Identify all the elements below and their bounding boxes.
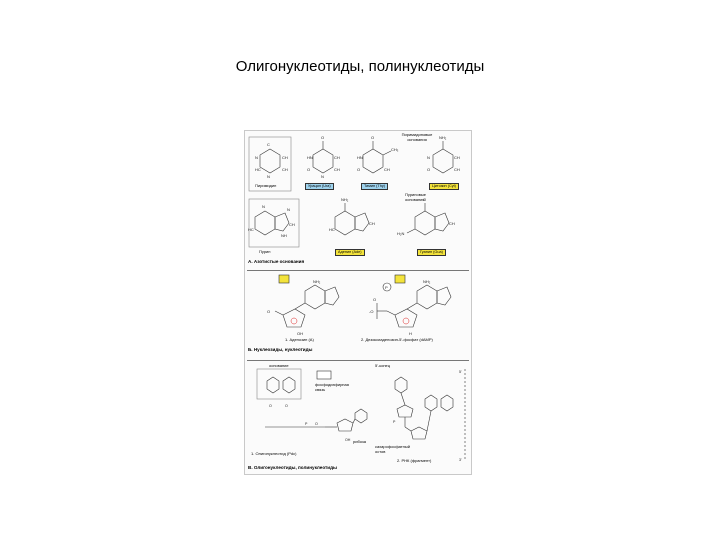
slide-title: Олигонуклеотиды, полинуклеотиды bbox=[235, 58, 485, 75]
strand-end-label: 5'-конец bbox=[375, 363, 391, 368]
section-nucleotides: NH₂ O O -O P NH₂ OH H 1. Аденозин (A) 2. Дезо… bbox=[245, 271, 471, 359]
svg-text:NH₂: NH₂ bbox=[313, 279, 321, 284]
svg-text:P: P bbox=[385, 285, 388, 290]
divider-a bbox=[247, 270, 469, 271]
purine-bases-note: Пуриновые основания bbox=[405, 192, 426, 202]
svg-text:CH: CH bbox=[334, 155, 340, 160]
oligonucleotide-label: 1. Олигонуклеотид (Pdc) bbox=[251, 451, 297, 456]
section-c-caption: В. Олигонуклеотиды, полинуклеотиды bbox=[248, 465, 337, 470]
svg-text:3': 3' bbox=[459, 458, 462, 462]
purine-label: Пурин bbox=[259, 249, 271, 254]
svg-text:HN: HN bbox=[357, 155, 363, 160]
uracil-tag: Урацил (Ura) bbox=[305, 183, 334, 190]
pyrimidine-bases-note: Пиримидиновые основания bbox=[401, 132, 433, 142]
svg-text:CH: CH bbox=[384, 167, 390, 172]
svg-text:CH: CH bbox=[289, 222, 295, 227]
svg-text:CH: CH bbox=[454, 167, 460, 172]
cytosine-tag: Цитозин (Cyt) bbox=[429, 183, 459, 190]
svg-text:H: H bbox=[409, 331, 412, 336]
guanine-tag: Гуанин (Gua) bbox=[417, 249, 446, 256]
base-label: основание bbox=[269, 363, 289, 368]
svg-text:N: N bbox=[427, 155, 430, 160]
section-a-caption: А. Азотистые основания bbox=[248, 259, 305, 264]
svg-text:O: O bbox=[371, 135, 374, 140]
svg-text:HN: HN bbox=[307, 155, 313, 160]
svg-text:N: N bbox=[287, 207, 290, 212]
svg-text:-O: -O bbox=[369, 309, 373, 314]
divider-b bbox=[247, 360, 469, 361]
adenine-tag: Аденин (Ade) bbox=[335, 249, 365, 256]
svg-text:C: C bbox=[267, 142, 270, 147]
svg-text:NH₂: NH₂ bbox=[423, 279, 431, 284]
svg-text:N: N bbox=[255, 155, 258, 160]
svg-text:CH: CH bbox=[454, 155, 460, 160]
svg-text:NH₂: NH₂ bbox=[439, 135, 447, 140]
svg-text:CH: CH bbox=[369, 221, 375, 226]
nucleotide-structures: NH₂ O O -O P NH₂ OH H bbox=[267, 274, 452, 336]
svg-text:O: O bbox=[285, 404, 288, 408]
svg-text:N: N bbox=[267, 174, 270, 179]
section-b-caption: Б. Нуклеозиды, нуклеотиды bbox=[248, 347, 313, 352]
svg-text:O: O bbox=[307, 167, 310, 172]
svg-text:O: O bbox=[267, 309, 270, 314]
backbone-label: сахарофосфатный остов bbox=[375, 444, 410, 454]
svg-text:O: O bbox=[269, 404, 272, 408]
svg-text:NH₂: NH₂ bbox=[341, 197, 349, 202]
oligonucleotide-structures: O O P O P 5' 3' OH bbox=[256, 368, 466, 462]
svg-text:O: O bbox=[373, 297, 376, 302]
svg-text:H₂N: H₂N bbox=[397, 231, 404, 236]
svg-text:P: P bbox=[393, 420, 396, 424]
svg-text:P: P bbox=[305, 422, 308, 426]
svg-text:N: N bbox=[321, 174, 324, 179]
phosphodiester-label: фосфодиэфирная связь bbox=[315, 382, 349, 392]
svg-text:5': 5' bbox=[459, 370, 462, 374]
section-oligonucleotides: O O P O P 5' 3' OH основание фосфодиэфирная с… bbox=[245, 361, 471, 474]
svg-text:HC: HC bbox=[329, 227, 335, 232]
svg-text:HC: HC bbox=[248, 227, 254, 232]
svg-text:CH: CH bbox=[282, 167, 288, 172]
nucleotide-label: 2. Дезоксиаденозин-5'-фосфат (dAMP) bbox=[361, 337, 433, 342]
pyrimidine-label: Пиримидин bbox=[255, 183, 277, 188]
svg-text:N: N bbox=[262, 204, 265, 209]
svg-text:OH: OH bbox=[297, 331, 303, 336]
svg-text:CH: CH bbox=[449, 221, 455, 226]
svg-text:OH: OH bbox=[345, 438, 351, 442]
sugar-label: рибоза bbox=[353, 439, 366, 444]
svg-text:O: O bbox=[315, 422, 318, 426]
svg-text:CH₃: CH₃ bbox=[391, 147, 399, 152]
thymine-tag: Тимин (Thy) bbox=[361, 183, 389, 190]
svg-text:O: O bbox=[423, 197, 426, 202]
svg-text:CH: CH bbox=[282, 155, 288, 160]
svg-text:CH: CH bbox=[334, 167, 340, 172]
svg-text:O: O bbox=[357, 167, 360, 172]
svg-text:HC: HC bbox=[255, 167, 261, 172]
svg-text:O: O bbox=[427, 167, 430, 172]
rna-fragment-label: 2. РНК (фрагмент) bbox=[397, 458, 432, 463]
svg-text:O: O bbox=[321, 135, 324, 140]
nucleoside-label: 1. Аденозин (A) bbox=[285, 337, 314, 342]
svg-text:NH: NH bbox=[281, 233, 287, 238]
